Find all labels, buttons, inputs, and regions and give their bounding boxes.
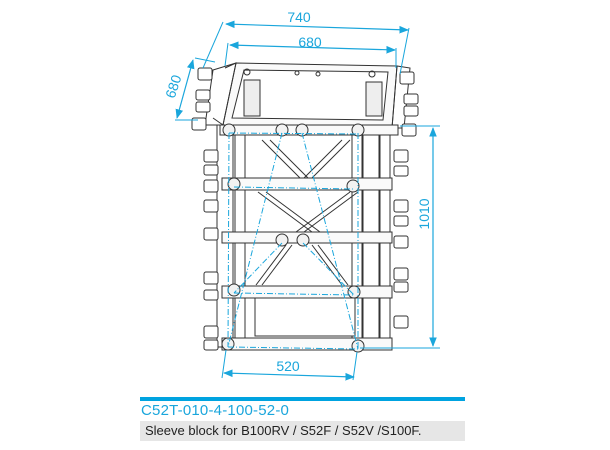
dimension-label-680-width: 680: [298, 34, 322, 50]
diagonal-bracing: [254, 139, 359, 337]
accent-divider: [140, 397, 465, 401]
dimension-label-680-depth: 680: [162, 73, 185, 100]
dimension-680-width: [224, 41, 397, 68]
dimension-label-740: 740: [287, 9, 311, 25]
dimension-1010: [360, 125, 440, 349]
product-drawing: 740 680 680 1010 520: [162, 9, 440, 381]
dimension-520: [221, 349, 358, 381]
dimension-680-depth: [175, 57, 216, 121]
product-description: Sleeve block for B100RV / S52F / S52V /S…: [145, 423, 422, 438]
description-box: Sleeve block for B100RV / S52F / S52V /S…: [140, 421, 465, 441]
product-code: C52T-010-4-100-52-0: [141, 402, 290, 419]
truss-frame: [191, 62, 419, 353]
alignment-lines: [227, 132, 359, 350]
dimension-label-520: 520: [276, 358, 300, 374]
side-couplers-right: [393, 71, 419, 329]
top-frame: [204, 62, 411, 129]
dimension-label-1010: 1010: [416, 198, 432, 229]
side-couplers-left: [191, 67, 219, 351]
